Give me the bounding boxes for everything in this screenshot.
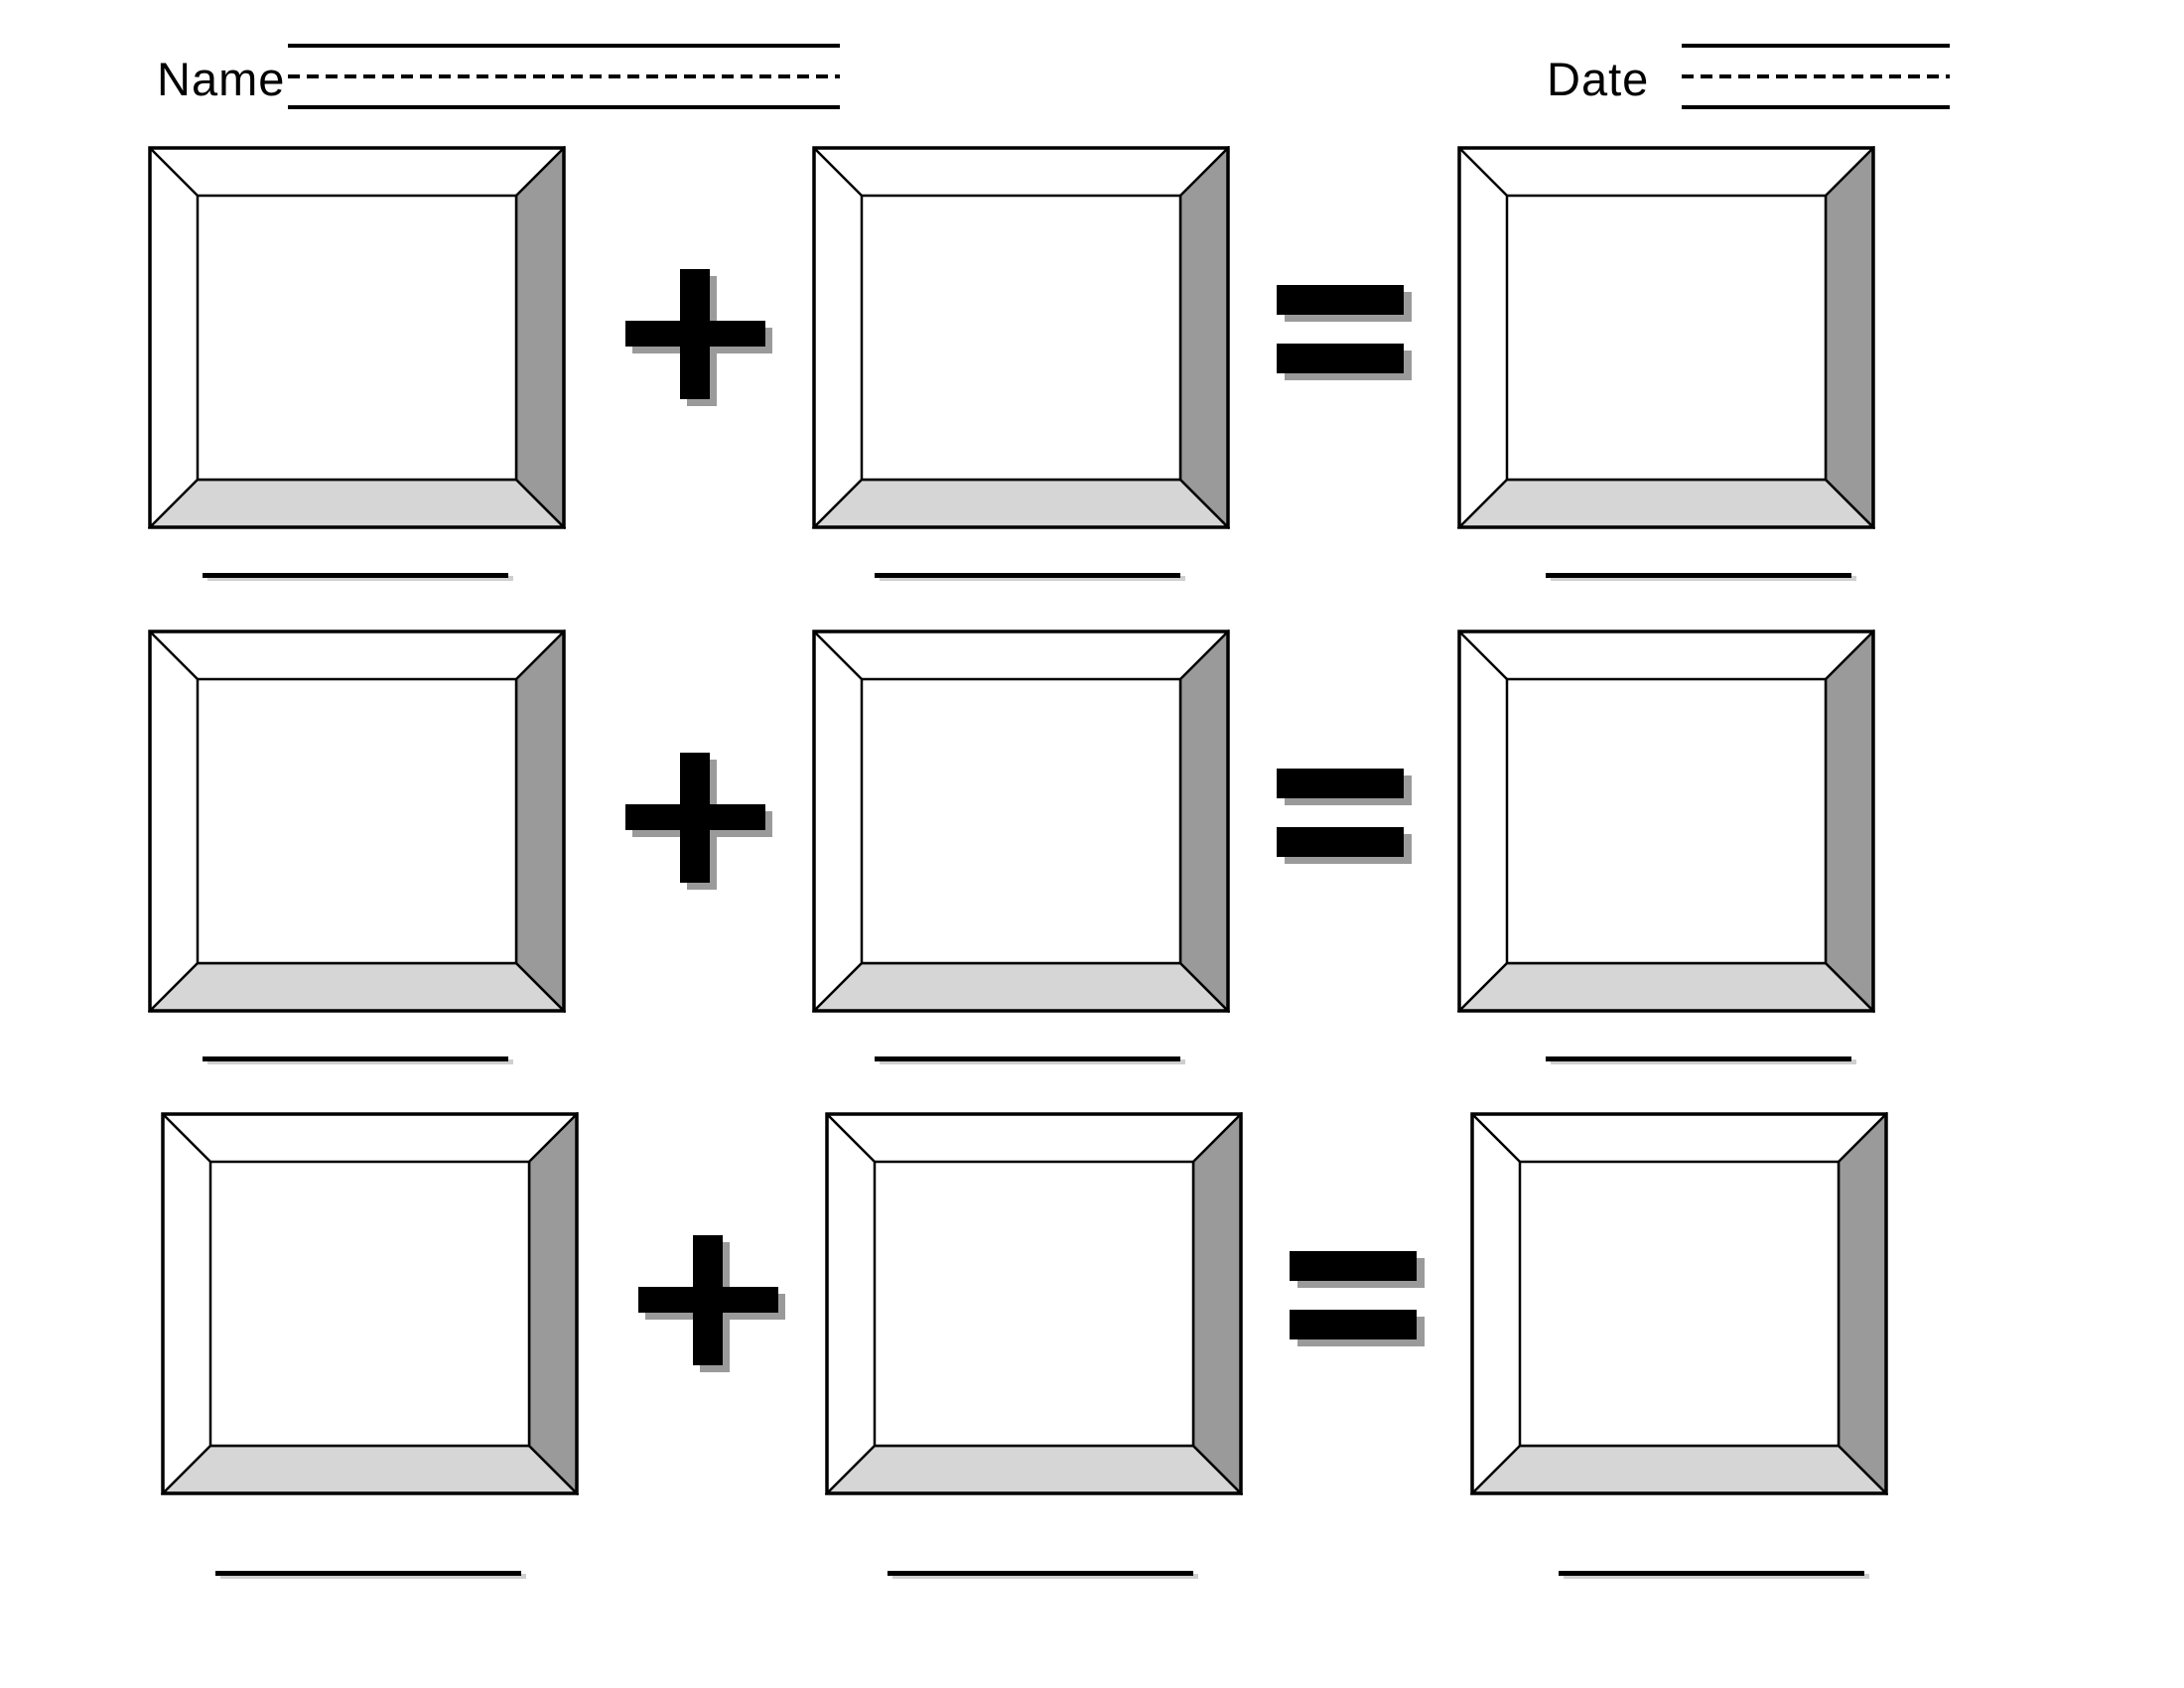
date-label: Date (1547, 53, 1650, 105)
addend-box-1[interactable] (146, 628, 568, 1015)
addend-box-1[interactable] (159, 1110, 581, 1497)
sum-value[interactable] (1507, 196, 1826, 480)
plus-icon (625, 753, 774, 892)
answer-line[interactable] (875, 1056, 1180, 1061)
beveled-frame-graphic (1455, 628, 1877, 1015)
answer-line[interactable] (887, 1571, 1193, 1576)
plus-glyph (625, 269, 772, 406)
name-rule-bottom (288, 105, 840, 109)
answer-line[interactable] (1546, 1056, 1851, 1061)
date-rule-top (1682, 44, 1950, 48)
name-writing-line[interactable] (288, 44, 840, 109)
beveled-frame-graphic (1468, 1110, 1890, 1497)
date-rule-bottom (1682, 105, 1950, 109)
equals-icon (1277, 769, 1421, 865)
beveled-frame-graphic (146, 628, 568, 1015)
addend-value[interactable] (862, 196, 1180, 480)
sum-box[interactable] (1455, 144, 1877, 531)
answer-line[interactable] (875, 573, 1180, 578)
plus-glyph (638, 1235, 785, 1372)
beveled-frame-graphic (1455, 144, 1877, 531)
answer-line[interactable] (203, 1056, 508, 1061)
equals-glyph (1277, 285, 1412, 380)
plus-glyph (625, 753, 772, 890)
equals-glyph (1290, 1251, 1425, 1346)
addend-value[interactable] (198, 196, 516, 480)
equals-icon (1290, 1251, 1433, 1347)
sum-box[interactable] (1455, 628, 1877, 1015)
addend-value[interactable] (875, 1162, 1193, 1446)
sum-value[interactable] (1520, 1162, 1839, 1446)
answer-line[interactable] (215, 1571, 521, 1576)
beveled-frame-graphic (159, 1110, 581, 1497)
plus-icon (638, 1235, 787, 1374)
equals-icon (1277, 285, 1421, 381)
equation-row-1 (0, 144, 2184, 682)
addend-box-2[interactable] (823, 1110, 1245, 1497)
answer-line[interactable] (203, 573, 508, 578)
equation-row-2 (0, 628, 2184, 1166)
beveled-frame-graphic (146, 144, 568, 531)
answer-line[interactable] (1559, 1571, 1864, 1576)
addend-value[interactable] (862, 679, 1180, 963)
name-label: Name (157, 53, 286, 105)
date-writing-line[interactable] (1682, 44, 1950, 109)
beveled-frame-graphic (823, 1110, 1245, 1497)
name-rule-top (288, 44, 840, 48)
sum-box[interactable] (1468, 1110, 1890, 1497)
plus-icon (625, 269, 774, 408)
name-rule-middle-dashed (288, 74, 840, 78)
beveled-frame-graphic (810, 628, 1232, 1015)
addend-box-2[interactable] (810, 144, 1232, 531)
equation-row-3 (13, 1110, 2184, 1648)
sum-value[interactable] (1507, 679, 1826, 963)
addend-value[interactable] (210, 1162, 529, 1446)
addend-value[interactable] (198, 679, 516, 963)
beveled-frame-graphic (810, 144, 1232, 531)
answer-line[interactable] (1546, 573, 1851, 578)
equals-glyph (1277, 769, 1412, 864)
date-rule-middle-dashed (1682, 74, 1950, 78)
addend-box-1[interactable] (146, 144, 568, 531)
addend-box-2[interactable] (810, 628, 1232, 1015)
